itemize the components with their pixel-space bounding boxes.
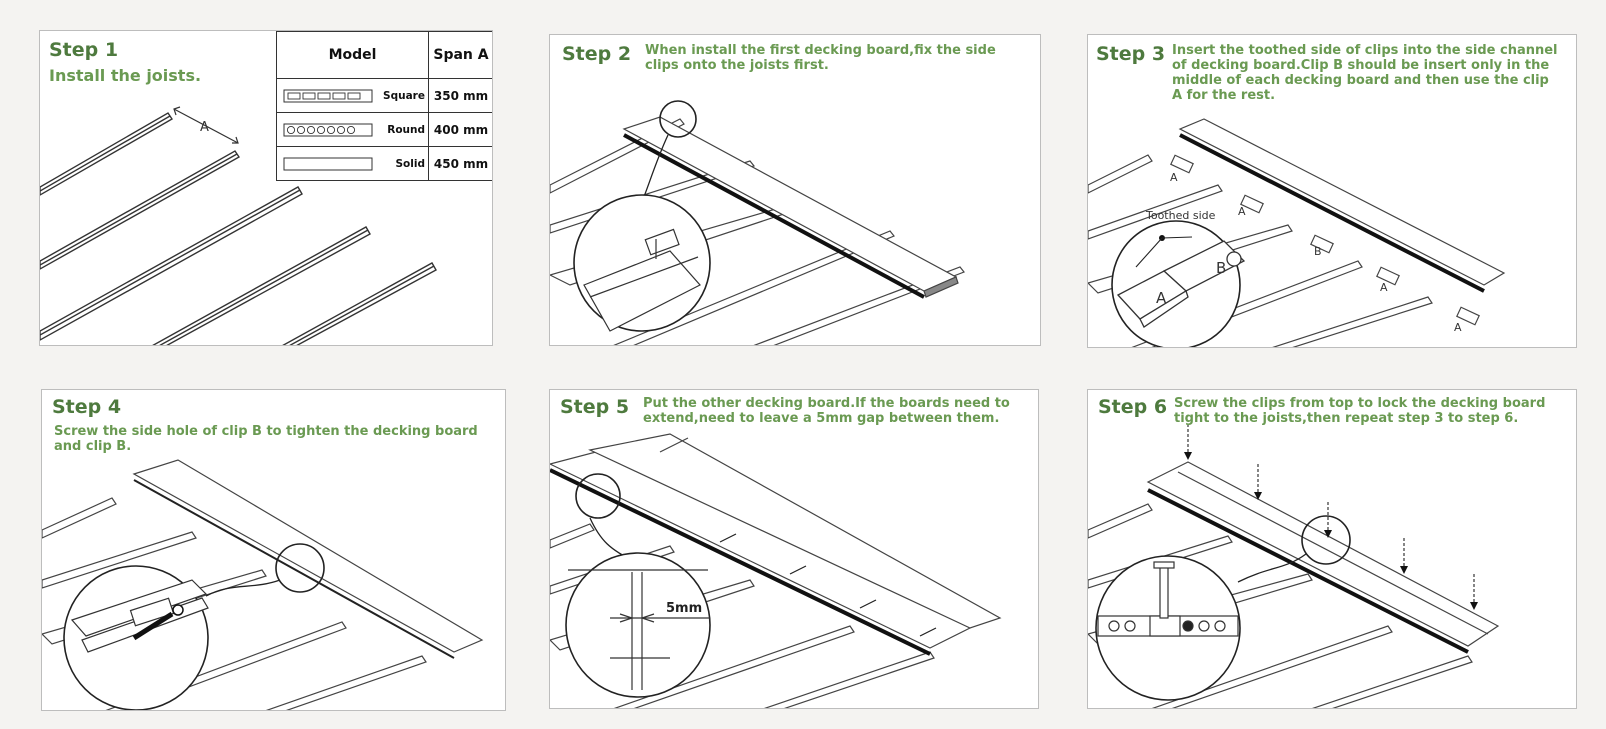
step-6-description: Screw the clips from top to lock the dec… xyxy=(1174,396,1546,426)
joist xyxy=(40,150,241,270)
clip-a-marker: A xyxy=(1170,171,1178,184)
model-name: Square xyxy=(383,89,425,102)
step-1-title: Step 1 xyxy=(49,39,119,61)
joist xyxy=(282,262,437,345)
table-row: Round 400 mm xyxy=(276,112,492,147)
step-2-title: Step 2 xyxy=(562,43,632,65)
detail-magnifier xyxy=(565,552,711,698)
span-header: Span A xyxy=(428,31,492,79)
step-5-title: Step 5 xyxy=(560,396,630,418)
clip-a-marker: A xyxy=(1380,281,1388,294)
step-5-board-gap-illustration: 5mm xyxy=(550,433,1002,708)
table-row: Solid 450 mm xyxy=(276,146,492,181)
step-1-panel: A Step 1 Install the joists. Model Span … xyxy=(39,30,493,346)
step-3-panel: A A B A A Toothed side B A Step 3 Insert… xyxy=(1087,34,1577,348)
step-4-description: Screw the side hole of clip B to tighten… xyxy=(54,424,478,454)
gap-dimension-label: 5mm xyxy=(666,601,702,616)
screw-arrows xyxy=(1187,424,1475,604)
round-hollow-profile-icon xyxy=(283,123,373,136)
step-6-panel: Step 6 Screw the clips from top to lock … xyxy=(1087,389,1577,709)
model-name: Solid xyxy=(395,157,426,170)
span-a-dimension xyxy=(173,106,239,144)
span-a-label: A xyxy=(200,120,209,135)
step-4-panel: Step 4 Screw the side hole of clip B to … xyxy=(41,389,506,711)
step-5-description: Put the other decking board.If the board… xyxy=(643,396,1010,426)
callout-circle xyxy=(275,543,325,593)
model-name: Round xyxy=(387,123,425,136)
clip-b-marker: B xyxy=(1314,245,1322,258)
clip-a-marker: A xyxy=(1454,321,1462,334)
joist xyxy=(152,226,371,345)
step-6-title: Step 6 xyxy=(1098,396,1168,418)
step-3-clips-illustration: A A B A A Toothed side B A xyxy=(1088,118,1506,347)
clip-a-marker: A xyxy=(1238,205,1246,218)
joist xyxy=(40,112,173,196)
detail-clip-b-label: B xyxy=(1216,259,1226,277)
detail-clip-a-label: A xyxy=(1156,289,1167,307)
step-2-panel: Step 2 When install the first decking bo… xyxy=(549,34,1041,346)
span-spec-table: Model Span A Square 350 mm xyxy=(276,31,492,181)
callout-circle xyxy=(659,100,697,138)
step-2-first-board-illustration xyxy=(550,100,965,345)
step-3-title: Step 3 xyxy=(1096,43,1166,65)
step-3-description: Insert the toothed side of clips into th… xyxy=(1172,43,1558,103)
step-4-title: Step 4 xyxy=(52,396,122,418)
step-5-panel: 5mm Step 5 Put the other decking board.I… xyxy=(549,389,1039,709)
step-1-joists-illustration: A xyxy=(40,106,437,345)
joist xyxy=(40,186,303,341)
model-header: Model xyxy=(276,31,429,79)
span-value: 450 mm xyxy=(428,146,492,181)
table-row: Square 350 mm xyxy=(276,78,492,113)
callout-circle xyxy=(575,473,621,519)
solid-profile-icon xyxy=(283,157,373,170)
step-6-screw-from-top-illustration xyxy=(1088,424,1500,708)
toothed-side-label: Toothed side xyxy=(1145,209,1216,222)
step-2-description: When install the first decking board,fix… xyxy=(645,43,996,73)
step-4-screw-clip-b-illustration xyxy=(42,459,484,710)
span-value: 400 mm xyxy=(428,112,492,147)
step-1-description: Install the joists. xyxy=(49,66,202,85)
callout-circle xyxy=(1301,515,1351,565)
square-hollow-profile-icon xyxy=(283,89,373,102)
span-value: 350 mm xyxy=(428,78,492,113)
